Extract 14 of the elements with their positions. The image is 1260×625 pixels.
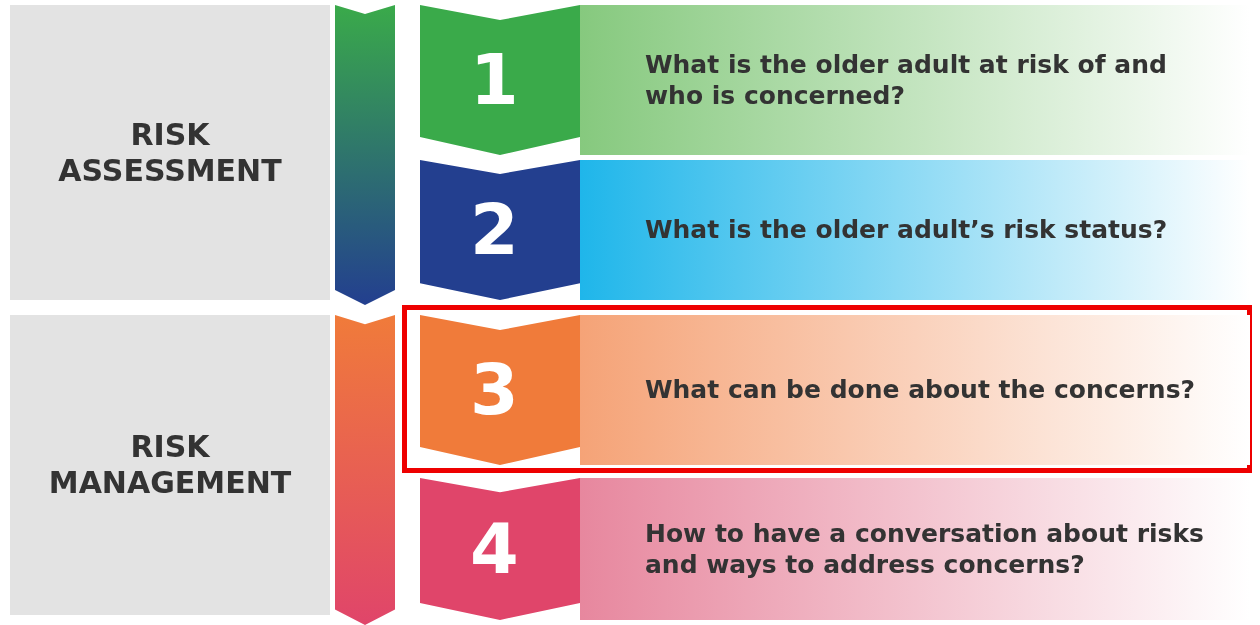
step-question: What can be done about the concerns? [645, 374, 1197, 406]
step-number: 2 [470, 189, 519, 271]
section-title: RISK MANAGEMENT [47, 429, 293, 501]
section-panel [10, 5, 330, 300]
step-number: 4 [470, 508, 519, 590]
step-number: 1 [470, 39, 519, 121]
vertical-bar [335, 315, 395, 625]
step-number: 3 [470, 349, 519, 431]
vertical-bar [335, 5, 395, 305]
step-question: What is the older adult’s risk status? [645, 214, 1169, 246]
step-question: What is the older adult at risk of and who is concerned? [645, 48, 1168, 112]
section-title: RISK ASSESSMENT [57, 116, 283, 189]
section-panel [10, 315, 330, 615]
step-question: How to have a conversation about risks and ways to address concerns? [645, 517, 1205, 581]
